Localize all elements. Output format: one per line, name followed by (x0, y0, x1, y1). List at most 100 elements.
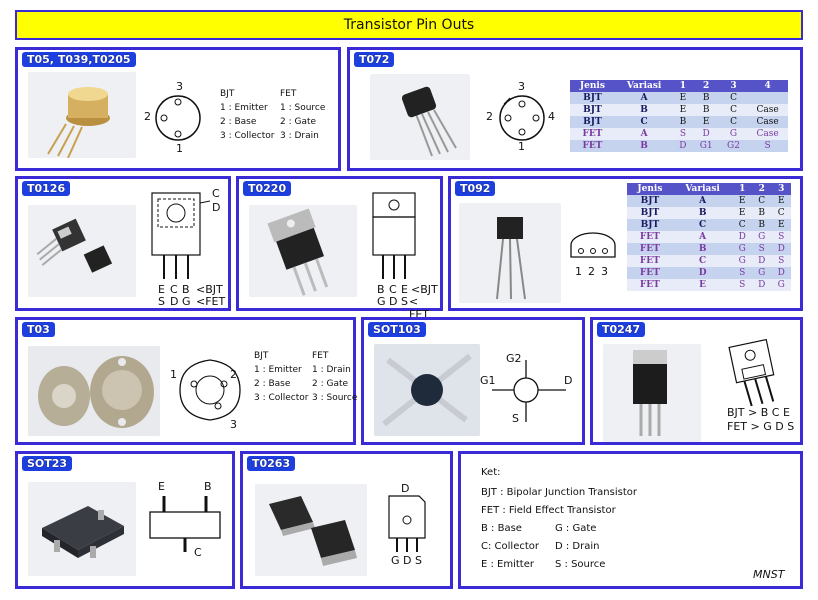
panel-to72: T072 3 2 4 1 Jenis Variasi 1 2 3 4 (347, 47, 803, 171)
to126-bjt-1: E (158, 283, 165, 296)
sot103-pin-d: D (564, 374, 573, 387)
table-cell: B (673, 116, 693, 128)
to72-table-header: Variasi (614, 80, 674, 92)
to247-photo (603, 344, 701, 442)
sot103-photo (374, 344, 480, 436)
to5-bjt-1: 1 : Emitter (220, 103, 268, 113)
table-cell: B (692, 92, 720, 104)
table-cell: C (732, 219, 752, 231)
table-cell: A (614, 128, 674, 140)
to72-pin-4: 4 (548, 110, 555, 123)
table-cell: FET (627, 267, 673, 279)
panel-sot23-title: SOT23 (22, 456, 73, 471)
page-title-bar: Transistor Pin Outs (15, 10, 803, 40)
table-cell: B (614, 104, 674, 116)
to263-photo-drawing (255, 484, 367, 576)
to3-bjt-head: BJT (254, 351, 269, 361)
to220-bjt-3: E (401, 283, 408, 296)
to92-photo-drawing (459, 203, 561, 303)
to220-bjt-tag: <BJT (411, 283, 438, 296)
to72-pin-2: 2 (486, 110, 493, 123)
sot23-package-outline (149, 496, 221, 552)
table-cell: BJT (570, 92, 615, 104)
to72-photo (370, 74, 470, 160)
table-cell: FET (570, 140, 615, 152)
to5-pin-3: 3 (176, 80, 183, 93)
to3-fet-1: 1 : Drain (312, 365, 351, 375)
to126-fet-3: G (182, 295, 191, 308)
to247-package-outline (728, 338, 775, 407)
to263-pin-d: D (403, 554, 412, 567)
table-cell: C (672, 255, 733, 267)
table-cell: E (732, 207, 752, 219)
legend-title: Ket: (481, 467, 501, 478)
to92-table-header: Variasi (672, 183, 733, 195)
to263-package-outline (388, 495, 426, 552)
to220-bjt-2: C (389, 283, 397, 296)
table-cell: A (614, 92, 674, 104)
page-title: Transistor Pin Outs (343, 17, 475, 33)
table-row: BJT A E C E (627, 195, 791, 207)
panel-to92: T092 1 2 3 Jenis Variasi 1 2 3 (448, 176, 803, 311)
table-cell: C (751, 195, 772, 207)
to5-fet-1: 1 : Source (280, 103, 326, 113)
to126-photo-drawing (28, 205, 136, 297)
to92-pin-1: 1 (575, 265, 582, 278)
table-cell: E (673, 104, 693, 116)
to5-fet-head: FET (280, 89, 297, 99)
legend-gate: G : Gate (555, 523, 597, 534)
to263-photo (255, 484, 367, 576)
to5-fet-2: 2 : Gate (280, 117, 317, 127)
to220-bjt-1: B (377, 283, 385, 296)
to3-pin-1: 1 (170, 368, 177, 381)
table-cell: A (672, 195, 733, 207)
table-cell: S (771, 255, 791, 267)
to126-package-outline (151, 192, 211, 279)
table-row: FET C G D S (627, 255, 791, 267)
table-cell: S (771, 231, 791, 243)
panel-to5-title: T05, T039,T0205 (22, 52, 136, 67)
table-cell: FET (627, 243, 673, 255)
to92-pin-2: 2 (588, 265, 595, 278)
to3-bjt-2: 2 : Base (254, 379, 291, 389)
sot23-pin-e: E (158, 480, 165, 493)
to5-bjt-head: BJT (220, 89, 235, 99)
legend-bjt: BJT : Bipolar Junction Transistor (481, 487, 637, 498)
table-cell: BJT (570, 104, 615, 116)
sot103-pin-diagram (492, 360, 566, 422)
table-cell: D (672, 267, 733, 279)
table-cell: G (771, 279, 791, 291)
to72-photo-drawing (370, 74, 470, 160)
table-cell: D (673, 140, 693, 152)
sot23-pin-b: B (204, 480, 212, 493)
panel-to126: T0126 C D E C B <BJT S D G <FET (15, 176, 231, 311)
table-cell: C (719, 104, 748, 116)
to3-fet-head: FET (312, 351, 329, 361)
to126-side-d: D (212, 201, 221, 214)
sot103-pin-s: S (512, 412, 519, 425)
legend-emitter: E : Emitter (481, 559, 534, 570)
panel-to3-title: T03 (22, 322, 55, 337)
to220-photo-drawing (249, 205, 357, 297)
table-row: BJT A E B C (570, 92, 788, 104)
panel-to72-title: T072 (354, 52, 395, 67)
table-cell: E (771, 219, 791, 231)
table-cell: FET (570, 128, 615, 140)
to126-photo (28, 205, 136, 297)
to263-pin-s: S (415, 554, 422, 567)
to126-fet-2: D (170, 295, 179, 308)
to5-bjt-2: 2 : Base (220, 117, 257, 127)
to126-bjt-tag: <BJT (196, 283, 223, 296)
table-cell: S (747, 140, 788, 152)
table-cell: E (732, 195, 752, 207)
table-cell: Case (747, 128, 788, 140)
table-cell: G (732, 255, 752, 267)
to126-bjt-3: B (182, 283, 190, 296)
to3-pin-3: 3 (230, 418, 237, 431)
to247-bjt-row: BJT > B C E (727, 406, 790, 419)
table-cell: S (732, 267, 752, 279)
table-row: BJT B E B C (627, 207, 791, 219)
table-row: FET B G S D (627, 243, 791, 255)
table-row: FET E S D G (627, 279, 791, 291)
table-cell: G (719, 128, 748, 140)
